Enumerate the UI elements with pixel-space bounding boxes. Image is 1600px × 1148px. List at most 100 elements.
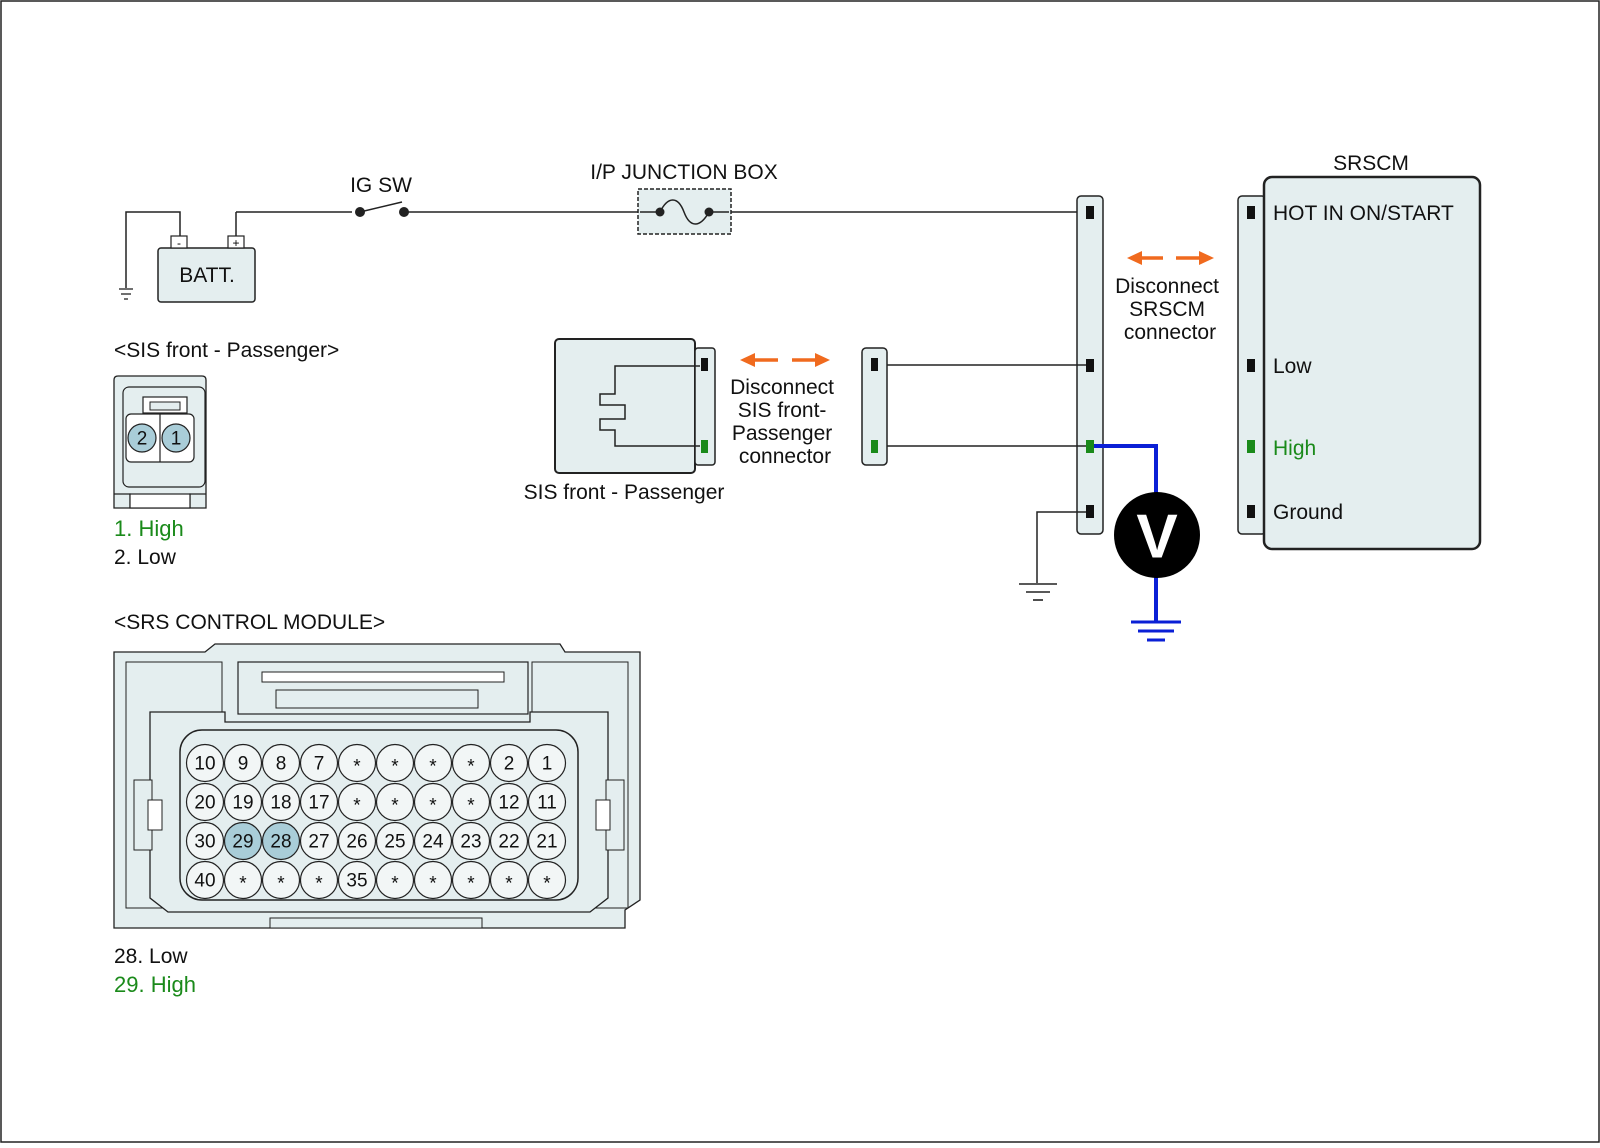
srs-pin-label: 17 — [308, 793, 329, 814]
batt-neg-lead — [125, 211, 181, 288]
srs-pin-label: 18 — [270, 793, 291, 814]
disconnect-sis-line-3: Passenger — [732, 422, 832, 445]
batt-neg-sign: - — [177, 236, 181, 250]
srs-pin-label: 7 — [314, 754, 325, 775]
srs-pin-cell — [489, 821, 529, 861]
srs-module-title: <SRS CONTROL MODULE> — [114, 611, 385, 634]
srs-pin-label: 8 — [276, 754, 287, 775]
srs-pin-cell — [375, 743, 415, 783]
srscm-terminal-low: Low — [1273, 355, 1312, 378]
srs-pin-cell — [223, 743, 263, 783]
srs-pin-label: * — [429, 757, 437, 778]
sis-mating-connector — [861, 347, 888, 466]
srs-pin-label: 25 — [384, 832, 405, 853]
sis-component-label: SIS front - Passenger — [524, 481, 725, 504]
srs-pin-cell — [527, 821, 567, 861]
srscm-title: SRSCM — [1333, 152, 1409, 175]
sis-pin-2 — [127, 423, 157, 453]
sis-front-passenger-component: SIS front - Passenger — [524, 338, 725, 504]
srscm-pin-low — [1247, 359, 1255, 372]
srs-pin-label: 28 — [270, 832, 291, 853]
srs-pin-cell — [527, 860, 567, 900]
srscm-pin-ground — [1247, 505, 1255, 518]
battery-neg-terminal — [170, 235, 188, 249]
fuse-icon — [659, 199, 710, 225]
sis-legend-low: 2. Low — [114, 546, 177, 569]
ig-switch-blade — [359, 201, 403, 213]
disconnect-sis-line-2: SIS front- — [738, 399, 827, 422]
srs-pin-cell — [299, 821, 339, 861]
sis-pin-1-label: 1 — [171, 429, 182, 450]
srs-pin-label: * — [429, 796, 437, 817]
junction-box-label: I/P JUNCTION BOX — [590, 161, 777, 184]
disconnect-arrows-srscm — [1127, 251, 1214, 265]
srs-pin-cell — [451, 782, 491, 822]
srs-pin-label: 2 — [504, 754, 515, 775]
srs-pin-cell — [489, 743, 529, 783]
voltmeter-probe: V — [1094, 444, 1200, 642]
harness-pin-low — [1086, 359, 1094, 372]
srs-pin-cell — [299, 860, 339, 900]
ground-symbol-battery — [119, 288, 133, 300]
ig-switch-contact-right — [399, 207, 409, 217]
srs-pin-cell — [261, 782, 301, 822]
srscm-terminal-hot: HOT IN ON/START — [1273, 202, 1454, 225]
disconnect-srscm-text: Disconnect SRSCM connector — [1115, 275, 1225, 344]
srscm-module: SRSCM HOT IN ON/START Low High Ground — [1237, 152, 1482, 551]
ground-symbol-harness — [1019, 583, 1057, 601]
srs-pin-label: * — [467, 757, 475, 778]
mating-pin-low — [871, 358, 878, 371]
srs-pin-label: * — [467, 796, 475, 817]
srs-pin-label: * — [239, 874, 247, 895]
srs-pin-label: 24 — [422, 832, 444, 853]
disconnect-sis-line-1: Disconnect — [730, 376, 834, 399]
srs-pin-label: * — [277, 874, 285, 895]
srs-legend-low: 28. Low — [114, 945, 188, 968]
ground-wire — [1036, 511, 1086, 583]
srs-pin-cell — [299, 782, 339, 822]
srs-pin-label: 12 — [498, 793, 519, 814]
sis-connector-title: <SIS front - Passenger> — [114, 339, 339, 362]
harness-pin-ground — [1086, 505, 1094, 518]
srs-pin-label: * — [391, 757, 399, 778]
srs-pin-label: 11 — [537, 793, 557, 814]
sis-legend-high: 1. High — [114, 516, 184, 541]
srs-pin-cell — [527, 743, 567, 783]
srs-pin-cell — [451, 860, 491, 900]
sis-pin-high — [701, 440, 708, 453]
disconnect-srscm-line-1: Disconnect — [1115, 275, 1219, 298]
srs-pin-cell — [337, 860, 377, 900]
voltmeter-symbol: V — [1136, 503, 1177, 572]
srs-pin-cell — [337, 782, 377, 822]
srs-pin-label: * — [391, 796, 399, 817]
srs-pin-cell — [337, 821, 377, 861]
srs-pin-label: * — [429, 874, 437, 895]
sis-pin-1 — [161, 423, 191, 453]
srs-pin-label: * — [505, 874, 513, 895]
srs-pin-label: 26 — [346, 832, 367, 853]
srs-pin-label: 23 — [460, 832, 481, 853]
srs-pin-cell — [185, 860, 225, 900]
harness-pin-high — [1086, 440, 1094, 453]
srs-pin-cell — [185, 782, 225, 822]
srs-pin-cell — [413, 743, 453, 783]
srs-pin-label: * — [391, 874, 399, 895]
srs-pin-label: 21 — [536, 832, 557, 853]
srs-legend-high: 29. High — [114, 972, 196, 997]
srs-pin-cell — [375, 821, 415, 861]
srs-pin-label: * — [543, 874, 551, 895]
sis-connector-face: <SIS front - Passenger> 2 1 1. High 2. L… — [113, 339, 339, 569]
srs-pin-label: * — [353, 757, 361, 778]
srs-pin-label: * — [467, 874, 475, 895]
srs-pin-cell — [261, 860, 301, 900]
srs-pin-cell — [413, 782, 453, 822]
srscm-terminal-ground: Ground — [1273, 501, 1343, 524]
srscm-body — [1262, 175, 1482, 551]
srs-pin-label: 22 — [498, 832, 519, 853]
disconnect-srscm-line-2: SRSCM — [1129, 298, 1205, 321]
srs-pin-cell — [375, 860, 415, 900]
disconnect-sis-text: Disconnect SIS front- Passenger connecto… — [730, 376, 840, 468]
